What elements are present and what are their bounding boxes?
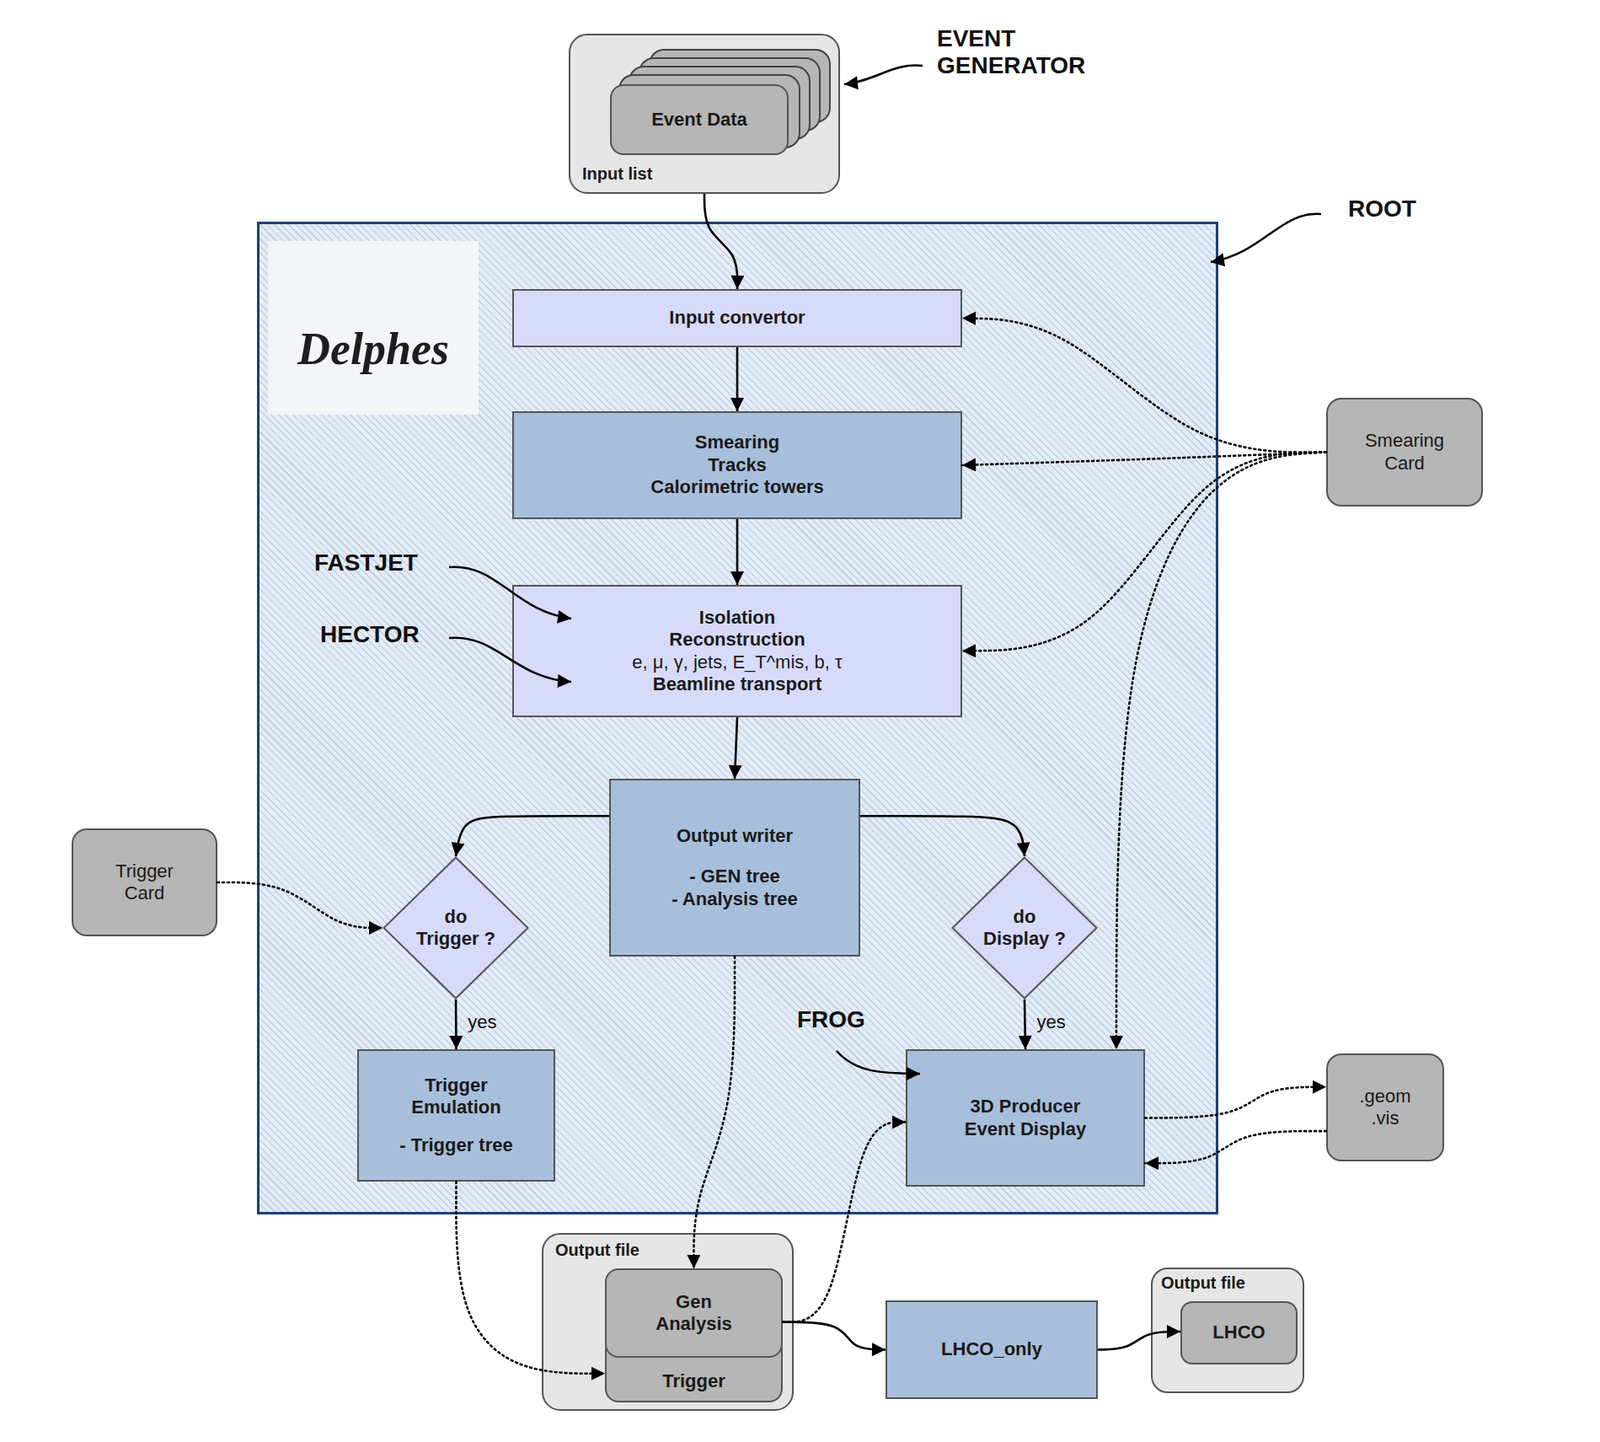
box-text: do Trigger ? <box>413 905 498 951</box>
box-text: Event Data <box>651 108 748 131</box>
box-text: e, μ, γ, jets, E_T^mis, b, τ <box>631 651 842 674</box>
container-box: Trigger Output fileGen Analysis <box>541 1232 794 1411</box>
process-box: LHCO <box>1180 1300 1298 1365</box>
box-text: LHCO_only <box>941 1337 1043 1360</box>
dotted-connector <box>782 1121 906 1322</box>
callout-label: FROG <box>797 1006 866 1033</box>
box-text: Reconstruction <box>668 628 805 651</box>
edge-label: yes <box>1037 1011 1066 1033</box>
leader-arrow <box>836 1050 921 1074</box>
edge-label: yes <box>467 1011 497 1033</box>
flow-arrow <box>736 519 739 585</box>
decision-diamond: do Trigger ? <box>382 856 530 1000</box>
process-box: 3D Producer Event Display <box>905 1048 1146 1187</box>
box-text: - Trigger tree <box>399 1134 513 1156</box>
dotted-connector <box>1145 1086 1327 1119</box>
flow-arrow <box>1097 1331 1181 1350</box>
flow-arrow <box>454 999 458 1049</box>
dotted-connector <box>962 452 1327 466</box>
diamond-shape <box>952 857 1097 999</box>
box-text: do Display ? <box>982 905 1067 951</box>
process-box: Input convertor <box>512 288 963 348</box>
leader-arrow <box>449 637 572 682</box>
box-text: Output writer <box>676 824 793 847</box>
flow-arrow <box>860 815 1025 857</box>
dotted-connector <box>455 1181 605 1374</box>
dotted-connector <box>962 452 1327 652</box>
process-box: Output writer - GEN tree- Analysis tree <box>609 778 861 957</box>
box-text: LHCO <box>1212 1321 1265 1344</box>
process-box: SmearingTracksCalorimetric towers <box>512 411 963 520</box>
flow-arrow <box>782 1321 886 1350</box>
box-text: Beamline transport <box>652 673 823 696</box>
box-text: .geom .vis <box>1355 1085 1415 1130</box>
dotted-connector <box>1116 452 1327 1050</box>
callout-label: EVENT GENERATOR <box>936 25 1131 80</box>
box-text: Smearing Card <box>1353 429 1456 475</box>
process-box: Gen Analysis <box>604 1268 783 1358</box>
container-title: Output file <box>555 1239 640 1260</box>
process-box: LHCO_only <box>885 1300 1098 1399</box>
process-box: Delphes Input convertorSmearingTracksCalo… <box>256 221 1219 1215</box>
box-text: - Analysis tree <box>671 888 798 910</box>
flow-arrow <box>734 717 738 779</box>
callout-label: HECTOR <box>320 620 420 648</box>
box-text: Isolation <box>699 606 776 629</box>
box-text: Input convertor <box>668 306 805 329</box>
process-box: .geom .vis <box>1326 1053 1445 1162</box>
container-title: Input list <box>582 163 653 184</box>
box-text: Trigger Card <box>98 860 192 905</box>
flow-arrow <box>704 193 738 289</box>
callout-label: ROOT <box>1348 195 1417 223</box>
flow-arrow <box>1024 999 1026 1049</box>
dotted-connector <box>1145 1130 1327 1163</box>
box-text: Smearing <box>695 431 780 454</box>
box-text: Trigger Emulation <box>397 1074 516 1119</box>
container-box: Input list Event Data <box>568 33 841 194</box>
container-box: Output fileLHCO <box>1150 1267 1305 1393</box>
process-box: Smearing Card <box>1326 397 1483 507</box>
box-text: Calorimetric towers <box>650 476 824 498</box>
flow-arrow <box>736 347 739 412</box>
dotted-connector <box>962 318 1327 453</box>
flow-arrow <box>455 815 610 857</box>
box-text: Tracks <box>707 454 767 477</box>
box-text: - GEN tree <box>689 865 781 888</box>
container-title: Output file <box>1161 1272 1246 1293</box>
leader-arrow <box>844 65 923 85</box>
box-text: 3D Producer Event Display <box>945 1095 1106 1140</box>
process-box: Trigger Card <box>71 828 218 937</box>
dotted-connector <box>217 882 383 928</box>
decision-diamond: do Display ? <box>951 856 1098 1000</box>
process-box: Trigger Emulation - Trigger tree <box>357 1048 556 1182</box>
box-text: Trigger <box>662 1369 726 1392</box>
process-box: IsolationReconstructione, μ, γ, jets, E_… <box>512 584 963 718</box>
diamond-shape <box>384 857 529 999</box>
leader-arrow <box>1210 214 1322 263</box>
callout-label: FASTJET <box>314 549 418 577</box>
box-text: Gen Analysis <box>647 1290 741 1336</box>
leader-arrow <box>449 567 572 619</box>
logo-text: Delphes <box>267 240 479 415</box>
process-box: Event Data <box>610 84 789 156</box>
dotted-connector <box>693 956 735 1269</box>
